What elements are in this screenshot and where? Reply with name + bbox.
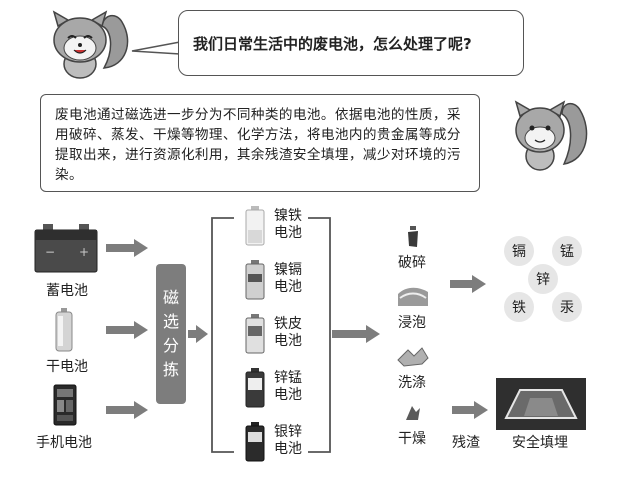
crushing-icon	[408, 226, 418, 247]
battery-icon	[245, 314, 265, 354]
battery-type-line2: 电池	[274, 387, 302, 403]
answer-text: 废电池通过磁选进一步分为不同种类的电池。依据电池的性质，采用破碎、蒸发、干燥等物…	[40, 94, 480, 192]
battery-type-line2: 电池	[274, 225, 302, 241]
squirrel-mascot-icon	[52, 10, 129, 79]
car-battery-icon: − +	[34, 224, 98, 273]
metal-ball: 锰	[552, 236, 582, 266]
battery-type-line2: 电池	[274, 279, 302, 295]
landfill-label: 安全填埋	[512, 435, 568, 451]
magnetic-char: 磁	[162, 288, 179, 307]
process-label: 洗涤	[398, 375, 426, 391]
battery-type-line1: 铁皮	[274, 316, 302, 332]
phone-battery-icon	[53, 384, 77, 426]
metal-ball: 铁	[504, 292, 534, 322]
source-label-phone: 手机电池	[36, 435, 92, 451]
battery-icon	[245, 422, 265, 462]
dry-cell-icon	[55, 308, 73, 352]
speech-pointer	[131, 41, 181, 55]
metal-ball: 汞	[552, 292, 582, 322]
question-bubble: 我们日常生活中的废电池，怎么处理了呢?	[178, 10, 524, 76]
metal-ball: 锌	[528, 264, 558, 294]
battery-type-line1: 镍镉	[274, 262, 302, 278]
process-label: 破碎	[398, 255, 426, 271]
soaking-icon	[398, 287, 428, 306]
battery-icon	[245, 368, 265, 408]
battery-type-line1: 锌锰	[274, 370, 302, 386]
magnetic-separation-box: 磁 选 分 拣	[156, 264, 186, 404]
battery-type-line1: 银锌	[274, 424, 302, 440]
source-label-dry: 干电池	[46, 359, 88, 375]
battery-type-line1: 镍铁	[274, 208, 302, 224]
svg-text:+: +	[79, 245, 89, 259]
landfill-icon	[496, 378, 586, 430]
magnetic-char: 分	[162, 336, 179, 355]
metal-ball: 镉	[504, 236, 534, 266]
drying-icon	[406, 406, 420, 420]
squirrel-mascot-icon	[514, 100, 588, 171]
svg-text:−: −	[45, 245, 55, 259]
washing-icon	[397, 347, 429, 367]
magnetic-char: 选	[162, 312, 179, 331]
process-label: 干燥	[398, 431, 426, 447]
battery-icon	[245, 206, 265, 246]
battery-type-line2: 电池	[274, 441, 302, 457]
source-label-storage: 蓄电池	[46, 283, 88, 299]
residue-label: 残渣	[452, 435, 480, 451]
magnetic-char: 拣	[162, 360, 179, 379]
battery-type-line2: 电池	[274, 333, 302, 349]
process-label: 浸泡	[398, 315, 426, 331]
battery-icon	[245, 260, 265, 300]
